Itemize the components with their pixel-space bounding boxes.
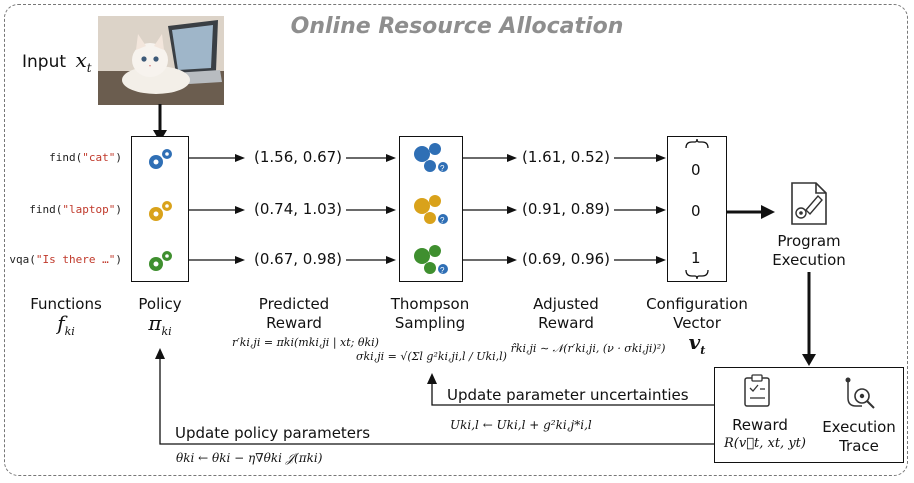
update-policy-label: Update policy parameters xyxy=(175,424,371,442)
theta-update-formula: θki ← θki − η∇θki 𝒥(πki) xyxy=(176,451,323,465)
function-call-3: vqa("Is there …") xyxy=(9,253,122,266)
config-value-3: 1 xyxy=(691,249,701,267)
gear-icon xyxy=(149,251,172,271)
functions-label: Functions fki xyxy=(30,295,102,338)
configuration-vector-box xyxy=(667,136,727,282)
execution-trace-icon xyxy=(845,377,875,409)
thompson-gears: ? ? ? xyxy=(414,143,448,275)
predicted-tuple-2: (0.74, 1.03) xyxy=(254,200,343,218)
outer-frame xyxy=(4,4,908,476)
config-to-program-arrow xyxy=(727,205,775,219)
predicted-reward-label: Predicted Reward xyxy=(258,295,330,332)
policy-gears xyxy=(149,149,172,271)
predicted-tuple-1: (1.56, 0.67) xyxy=(254,148,343,166)
svg-text:?: ? xyxy=(440,164,445,173)
adjusted-tuple-2: (0.91, 0.89) xyxy=(522,200,611,218)
function-call-2: find("laptop") xyxy=(29,203,122,216)
policy-to-predicted-arrows xyxy=(189,154,245,264)
program-to-reward-arrow xyxy=(802,272,816,366)
diagram-title: Online Resource Allocation xyxy=(290,14,624,39)
adjusted-reward-label: Adjusted Reward xyxy=(533,295,599,332)
config-value-1: 0 xyxy=(691,161,701,179)
gear-icon xyxy=(149,201,172,221)
input-image xyxy=(98,16,224,105)
svg-text:?: ? xyxy=(440,266,445,275)
input-label: Input xt xyxy=(22,48,92,75)
configuration-vector-label: Configuration Vector vt xyxy=(646,295,748,357)
config-braces xyxy=(685,139,709,279)
update-uncertainties-label: Update parameter uncertainties xyxy=(447,386,689,404)
reward-formula: R(v⃗t, xt, yt) xyxy=(724,436,806,451)
adjusted-tuple-3: (0.69, 0.96) xyxy=(522,250,611,268)
predicted-formula: r′ki,ji = πki(mki,ji | xt; θki) xyxy=(232,336,379,349)
config-value-2: 0 xyxy=(691,202,701,220)
predicted-to-thompson-arrows xyxy=(346,154,396,264)
adjusted-tuple-1: (1.61, 0.52) xyxy=(522,148,611,166)
sigma-formula: σki,ji = √(Σl g²ki,ji,l / Uki,l) xyxy=(356,350,507,363)
adjusted-formula: r̂ki,ji ∼ 𝒩(r′ki,ji, (ν · σki,ji)²) xyxy=(510,342,666,355)
reward-clipboard-icon xyxy=(744,374,770,407)
adjusted-to-config-arrows xyxy=(614,154,666,264)
reward-label: Reward xyxy=(732,416,788,434)
thompson-sampling-box xyxy=(399,136,463,282)
gear-question-icon: ? xyxy=(414,143,448,173)
thompson-sampling-label: Thompson Sampling xyxy=(390,295,470,332)
policy-label: Policy πki xyxy=(138,295,182,338)
predicted-tuple-3: (0.67, 0.98) xyxy=(254,250,343,268)
gear-question-icon: ? xyxy=(414,245,448,275)
execution-trace-label: Execution Trace xyxy=(822,418,896,455)
u-update-formula: Uki,l ← Uki,l + g²ki,j*i,l xyxy=(450,418,592,432)
program-execution-label: Program Execution xyxy=(772,232,846,269)
gear-question-icon: ? xyxy=(414,195,448,225)
thompson-to-adjusted-arrows xyxy=(463,154,517,264)
svg-text:?: ? xyxy=(440,216,445,225)
gear-icon xyxy=(149,149,172,169)
function-call-1: find("cat") xyxy=(49,151,122,164)
program-execution-icon xyxy=(791,182,827,225)
